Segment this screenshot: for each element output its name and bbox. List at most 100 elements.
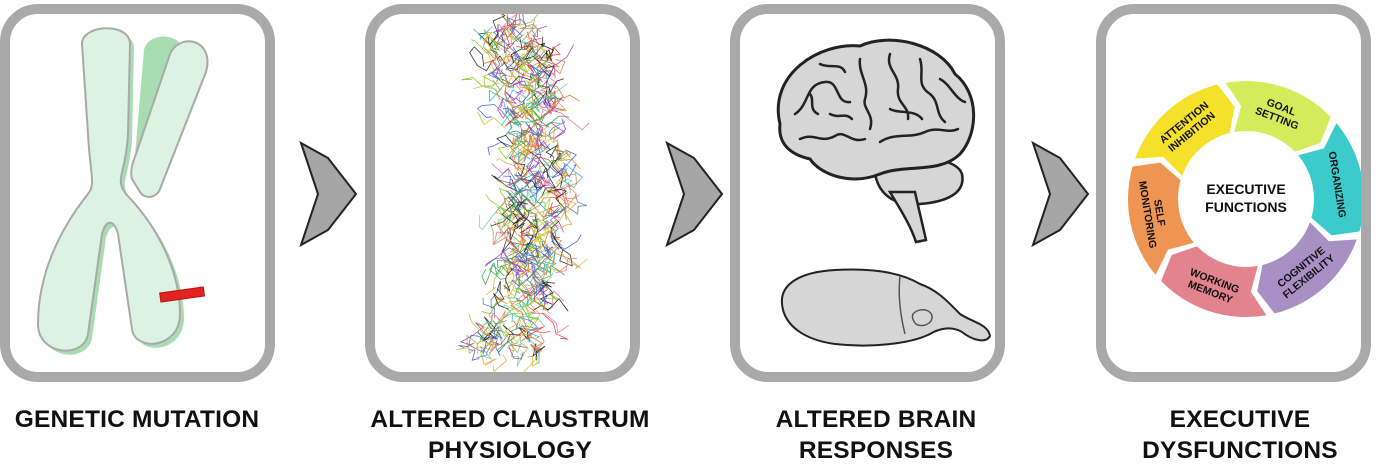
wheel-segment <box>1135 84 1235 176</box>
neuron-branch <box>503 268 513 292</box>
neuron-branch <box>512 311 539 328</box>
neuron-branch <box>531 91 558 118</box>
neuron-branch <box>476 344 492 359</box>
neuron-branch <box>495 217 530 234</box>
neuron-branch <box>491 163 510 176</box>
neuron-branch <box>511 154 519 171</box>
neuron-branch <box>496 134 514 147</box>
arrow-right-icon <box>665 140 724 248</box>
neuron-branch <box>564 194 580 199</box>
neuron-branch <box>544 290 565 311</box>
neuron-branch <box>529 297 541 325</box>
neuron-branch <box>485 194 515 218</box>
neuron-branch <box>493 220 508 246</box>
chromosome-shape <box>36 27 182 352</box>
neuron-branch <box>507 332 532 353</box>
arrow-right-icon <box>1031 140 1090 248</box>
neuron-branch <box>511 143 530 175</box>
neuron-branch <box>483 76 498 93</box>
neuron-branch <box>531 312 569 334</box>
neuron-branch <box>541 312 569 340</box>
neuron-branch <box>540 125 554 144</box>
neuron-branch <box>555 166 569 185</box>
neuron-branch <box>524 255 554 288</box>
neuron-branch <box>542 101 552 115</box>
neuron-branch <box>523 79 535 93</box>
neuron-branch <box>534 90 565 111</box>
neuron-branch <box>525 207 551 218</box>
neuron-branch <box>507 67 537 95</box>
neuron-branch <box>481 264 505 286</box>
neuron-branch <box>525 296 547 322</box>
neuron-branch <box>514 77 549 95</box>
neuron-branch <box>512 18 527 39</box>
neuron-branch <box>524 249 551 261</box>
neuron-branch <box>559 150 581 170</box>
neuron-branch <box>501 196 526 225</box>
brain-illustration <box>776 38 992 347</box>
neuron-branch <box>509 157 526 177</box>
neuron-branch <box>546 96 565 113</box>
neuron-branch <box>482 50 519 68</box>
caption-brain: ALTERED BRAIN RESPONSES <box>716 404 1036 466</box>
neuron-branch <box>492 354 508 372</box>
chromosome-illustration <box>36 27 209 355</box>
neuron-branch <box>533 57 555 78</box>
neuron-branch <box>555 141 560 160</box>
caption-line: RESPONSES <box>798 437 954 464</box>
neuron-branch <box>506 59 528 73</box>
neuron-branch <box>537 174 549 188</box>
neuron-branch <box>529 198 551 227</box>
neuron-branch <box>551 149 565 167</box>
neuron-branch <box>509 267 522 288</box>
neuron-branch <box>510 56 539 79</box>
neuron-branch <box>498 187 520 216</box>
neuron-branch <box>518 302 532 324</box>
neuron-branch <box>521 40 534 62</box>
neuron-branch <box>503 304 546 328</box>
neuron-branch <box>487 35 499 46</box>
wheel-segment-label: SELF <box>1151 199 1167 228</box>
neuron-branch <box>562 182 571 215</box>
neuron-branch <box>490 288 504 310</box>
neuron-branch <box>534 51 551 68</box>
neuron-branch <box>547 100 568 113</box>
neuron-branch <box>526 326 540 339</box>
caption-line: EXECUTIVE <box>1169 406 1311 433</box>
neuron-branch <box>512 46 526 61</box>
neuron-branch <box>520 326 544 342</box>
chromosome-arm <box>130 40 209 198</box>
neuron-branch <box>522 234 534 253</box>
wheel-center-line1: EXECUTIVE <box>1206 181 1285 197</box>
wheel-segment <box>1257 222 1357 314</box>
wheel-segment <box>1225 81 1331 152</box>
neuron-branch <box>548 120 566 141</box>
caption-line: ALTERED CLAUSTRUM <box>370 406 650 433</box>
neuron-branch <box>559 250 588 270</box>
neuron-branch <box>510 38 523 64</box>
neuron-branch <box>477 322 494 356</box>
neuron-branch <box>532 130 548 151</box>
neuron-branch <box>504 111 525 127</box>
caption-line: PHYSIOLOGY <box>427 437 592 464</box>
neuron-branch <box>556 193 587 217</box>
neuron-branch <box>498 288 515 324</box>
neuron-branch <box>555 257 581 274</box>
neuron-branch <box>559 199 578 229</box>
neuron-branch <box>527 86 553 109</box>
neuron-branch <box>532 298 569 312</box>
neuron-branch <box>550 208 561 218</box>
neuron-branch <box>503 196 526 219</box>
neuron-branch <box>518 188 532 201</box>
neuron-branch <box>516 255 557 272</box>
neuron-branch <box>555 179 573 194</box>
neuron-branch <box>541 240 554 256</box>
neuron-branch <box>483 324 527 345</box>
executive-functions-wheel: ATTENTIONINHIBITIONGOALSETTINGORGANIZING… <box>1128 81 1361 317</box>
neuron-branch <box>545 291 559 302</box>
neuron-branch <box>496 325 534 352</box>
neuron-branch <box>515 165 541 189</box>
neuron-branch <box>490 310 506 324</box>
mutation-band <box>159 286 206 303</box>
neuron-branch <box>480 320 522 346</box>
